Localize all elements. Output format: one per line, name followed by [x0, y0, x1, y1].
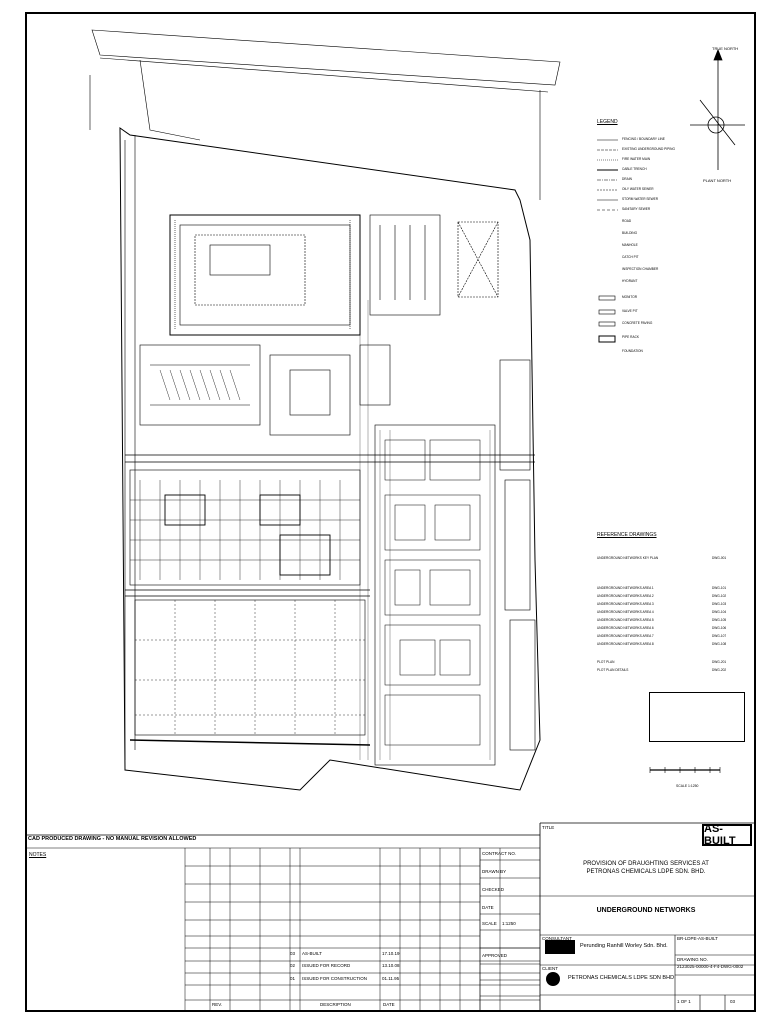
- reference-number: DWG-001: [712, 556, 727, 560]
- true-north-label: TRUE NORTH: [712, 46, 739, 51]
- process-area-east: [374, 424, 496, 766]
- warehouse: [134, 599, 366, 736]
- rev-header: REV.: [212, 1002, 223, 1007]
- boundary-road: [91, 29, 561, 86]
- revision-row-date: 17.10.19: [382, 951, 400, 956]
- reference-label: UNDERGROUND NETWORKS AREA 4: [597, 610, 654, 614]
- reference-label: UNDERGROUND NETWORKS AREA 8: [597, 642, 654, 646]
- reference-number: DWG-104: [712, 610, 727, 614]
- client-name: PETRONAS CHEMICALS LDPE SDN BHD: [568, 975, 675, 981]
- revision-row-date: 13.10.08: [382, 963, 400, 968]
- project-line-2: PETRONAS CHEMICALS LDPE SDN. BHD.: [586, 869, 706, 876]
- consultant-label: CONSULTANT: [542, 936, 572, 941]
- reference-label: UNDERGROUND NETWORKS AREA 3: [597, 602, 654, 606]
- as-built-stamp: AS-BUILT: [702, 823, 752, 847]
- sheet-number: 1 OF 1: [677, 999, 691, 1004]
- revision-row-date: 01.11.95: [382, 976, 400, 981]
- legend-item: CATCH PIT: [622, 255, 639, 259]
- legend-title: LEGEND: [597, 119, 618, 125]
- legend-item: HYDRANT: [622, 279, 638, 283]
- revision-row-desc: ISSUED FOR RECORD: [302, 963, 351, 968]
- client-logo-icon: [546, 972, 560, 986]
- revision-row-rev: 03: [290, 951, 296, 956]
- reference-label: UNDERGROUND NETWORKS AREA 2: [597, 594, 654, 598]
- checked-label: CHECKED: [482, 887, 505, 892]
- scale-bar-label: SCALE 1:1250: [676, 784, 699, 788]
- date-header: DATE: [383, 1002, 395, 1007]
- legend-item: FIRE WATER MAIN: [622, 157, 651, 161]
- notes-label: NOTES: [29, 852, 47, 858]
- project-title: PROVISION OF DRAUGHTING SERVICES AT PETR…: [540, 860, 752, 877]
- legend-item: SANITARY SEWER: [622, 207, 651, 211]
- scale-value: 1:1250: [502, 921, 516, 926]
- drawing-number: 2123025-00000-4-F4-DWG-0002: [677, 964, 744, 969]
- reference-label: PLOT PLAN DETAILS: [597, 668, 629, 672]
- legend-item: FENCING / BOUNDARY LINE: [622, 137, 665, 141]
- contract-label: CONTRACT NO.: [482, 851, 517, 856]
- legend-item: MANHOLE: [622, 243, 638, 247]
- client-label: CLIENT: [542, 966, 559, 971]
- scale-label: SCALE: [482, 921, 497, 926]
- description-header: DESCRIPTION: [320, 1002, 351, 1007]
- legend-item: OILY WATER SEWER: [622, 187, 654, 191]
- reference-number: DWG-107: [712, 634, 727, 638]
- legend-item: INSPECTION CHAMBER: [622, 267, 659, 271]
- drawn-label: DRAWN BY: [482, 869, 507, 874]
- cad-note: CAD PRODUCED DRAWING - NO MANUAL REVISIO…: [28, 836, 197, 842]
- plant-north-label: PLANT NORTH: [703, 178, 732, 183]
- drawing-no-label: DRAWING NO.: [677, 957, 708, 962]
- legend-item: FOUNDATION: [622, 349, 643, 353]
- date-label: DATE: [482, 905, 494, 910]
- site-boundary: [119, 127, 541, 791]
- reference-label: UNDERGROUND NETWORKS AREA 5: [597, 618, 654, 622]
- reference-label: UNDERGROUND NETWORKS AREA 7: [597, 634, 654, 638]
- reference-number: DWG-103: [712, 602, 727, 606]
- reference-number: DWG-108: [712, 642, 727, 646]
- reference-number: DWG-102: [712, 594, 727, 598]
- legend-item: STORM WATER SEWER: [622, 197, 659, 201]
- building-block: [169, 214, 361, 336]
- reference-number: DWG-202: [712, 668, 727, 672]
- reference-title: REFERENCE DRAWINGS: [597, 532, 657, 538]
- revision-row-rev: 01: [290, 976, 296, 981]
- revision-row-rev: 02: [290, 963, 296, 968]
- revision-number: 03: [730, 999, 736, 1004]
- legend-item: DRAIN: [622, 177, 632, 181]
- reference-label: UNDERGROUND NETWORKS AREA 6: [597, 626, 654, 630]
- consultant-name: Perunding Ranhill Worley Sdn. Bhd.: [580, 943, 668, 949]
- legend-item: CABLE TRENCH: [622, 167, 647, 171]
- drawing-title: UNDERGROUND NETWORKS: [596, 907, 696, 914]
- legend-item: CONCRETE PAVING: [622, 321, 653, 325]
- reference-number: DWG-201: [712, 660, 727, 664]
- legend-item: MONITOR: [622, 295, 637, 299]
- reference-label: UNDERGROUND NETWORKS KEY PLAN: [597, 556, 659, 560]
- legend-item: PIPE RACK: [622, 335, 640, 339]
- north-arrow-icon: [690, 48, 745, 170]
- drawing-sheet: [25, 12, 756, 1012]
- revision-row-desc: AS-BUILT: [302, 951, 322, 956]
- reference-number: DWG-106: [712, 626, 727, 630]
- file-label: BR-LDPE-AS-BUILT: [677, 936, 718, 941]
- reference-number: DWG-101: [712, 586, 727, 590]
- reference-label: UNDERGROUND NETWORKS AREA 1: [597, 586, 654, 590]
- legend-item: ROAD: [622, 219, 632, 223]
- project-line-1: PROVISION OF DRAUGHTING SERVICES AT: [583, 861, 709, 867]
- consultant-logo-icon: [545, 940, 575, 954]
- legend-item: VALVE PIT: [622, 309, 638, 313]
- notes-box: [649, 692, 745, 742]
- car-park: [139, 344, 261, 426]
- approved-label: APPROVED: [482, 953, 508, 958]
- reference-label: PLOT PLAN: [597, 660, 615, 664]
- legend-item: EXISTING UNDERGROUND PIPING: [622, 147, 675, 151]
- legend-item: BUILDING: [622, 231, 638, 235]
- title-label: TITLE: [542, 825, 555, 830]
- revision-row-desc: ISSUED FOR CONSTRUCTION: [302, 976, 368, 981]
- reference-number: DWG-105: [712, 618, 727, 622]
- process-area-west: [129, 469, 361, 586]
